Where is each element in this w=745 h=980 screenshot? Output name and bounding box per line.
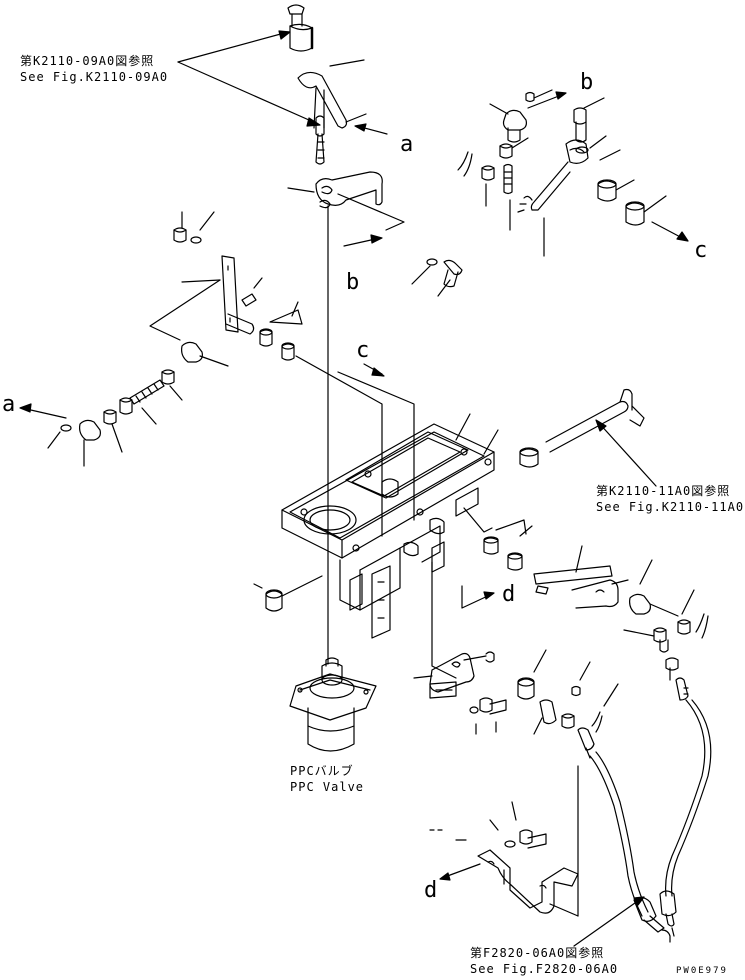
console-plate [281,423,495,639]
arrowhead-d-bottom [439,872,451,881]
arrowhead-c-mid [371,367,385,377]
small-key-part [535,585,549,595]
arrowhead-k2110-09a0-knob [278,30,291,40]
arrowhead-c-top [676,231,689,242]
marker-b-top: b [580,70,594,95]
marker-c-right: c [694,238,708,263]
leader-k2110-09a0-to-knob [177,31,289,63]
center-bushings [483,519,533,571]
arrowhead-k2110-09a0-lever [306,117,321,127]
arrowhead-b-top [555,91,567,100]
leader-plate-2 [483,429,499,455]
right-shaft [519,388,645,468]
lever-knob-part [287,4,314,52]
ppc-valve-label-jp: PPCバルブ [290,764,354,778]
leader-bushings-to-console [295,355,383,537]
drawing-code: PW0E979 [676,966,728,976]
ref-k2110-09a0-jp: 第K2110-09A0図参照 [20,54,155,68]
left-linkage [47,211,303,467]
ref-f2820-06a0-en: See Fig.F2820-06A0 [470,962,619,976]
arrowhead-b-mid [370,234,383,244]
arrowhead-f2820-06a0 [633,896,645,906]
marker-d-mid: d [502,582,516,607]
arrowhead-a-upper [354,123,367,132]
arrowhead-d-mid [483,591,495,600]
arrowhead-a-left [19,403,32,413]
ppc-valve-part [289,657,377,752]
upper-lever-part [297,59,367,165]
ref-k2110-11a0-jp: 第K2110-11A0図参照 [596,484,731,498]
bolt-washer-b [411,258,463,297]
leader-k2110-11a0 [597,421,657,487]
arrow-d-mid-line [461,585,493,609]
top-right-linkage [457,89,667,257]
upper-bracket [287,171,405,231]
leader-hang-bracket [431,561,457,679]
leader-plate-1 [455,413,471,441]
ref-f2820-06a0-jp: 第F2820-06A0図参照 [470,946,605,960]
ppc-valve-label-en: PPC Valve [290,780,365,794]
lower-right-lever [533,545,709,681]
marker-d-bottom: d [424,878,438,903]
lower-left-bushing [253,575,323,612]
marker-a-upper: a [400,132,414,157]
leader-c-line [337,371,415,521]
leader-k2110-09a0-to-lever [177,61,319,125]
arrowhead-k2110-11a0 [595,419,607,432]
ref-k2110-11a0-en: See Fig.K2110-11A0 [596,500,745,514]
marker-b-mid: b [346,270,360,295]
lower-mid-linkage [413,649,619,735]
marker-c-mid: c [356,338,370,363]
bottom-bracket [429,765,579,917]
marker-a-left: a [2,392,16,417]
ref-k2110-09a0-en: See Fig.K2110-09A0 [20,70,169,84]
leader-f2820-06a0 [573,897,643,947]
